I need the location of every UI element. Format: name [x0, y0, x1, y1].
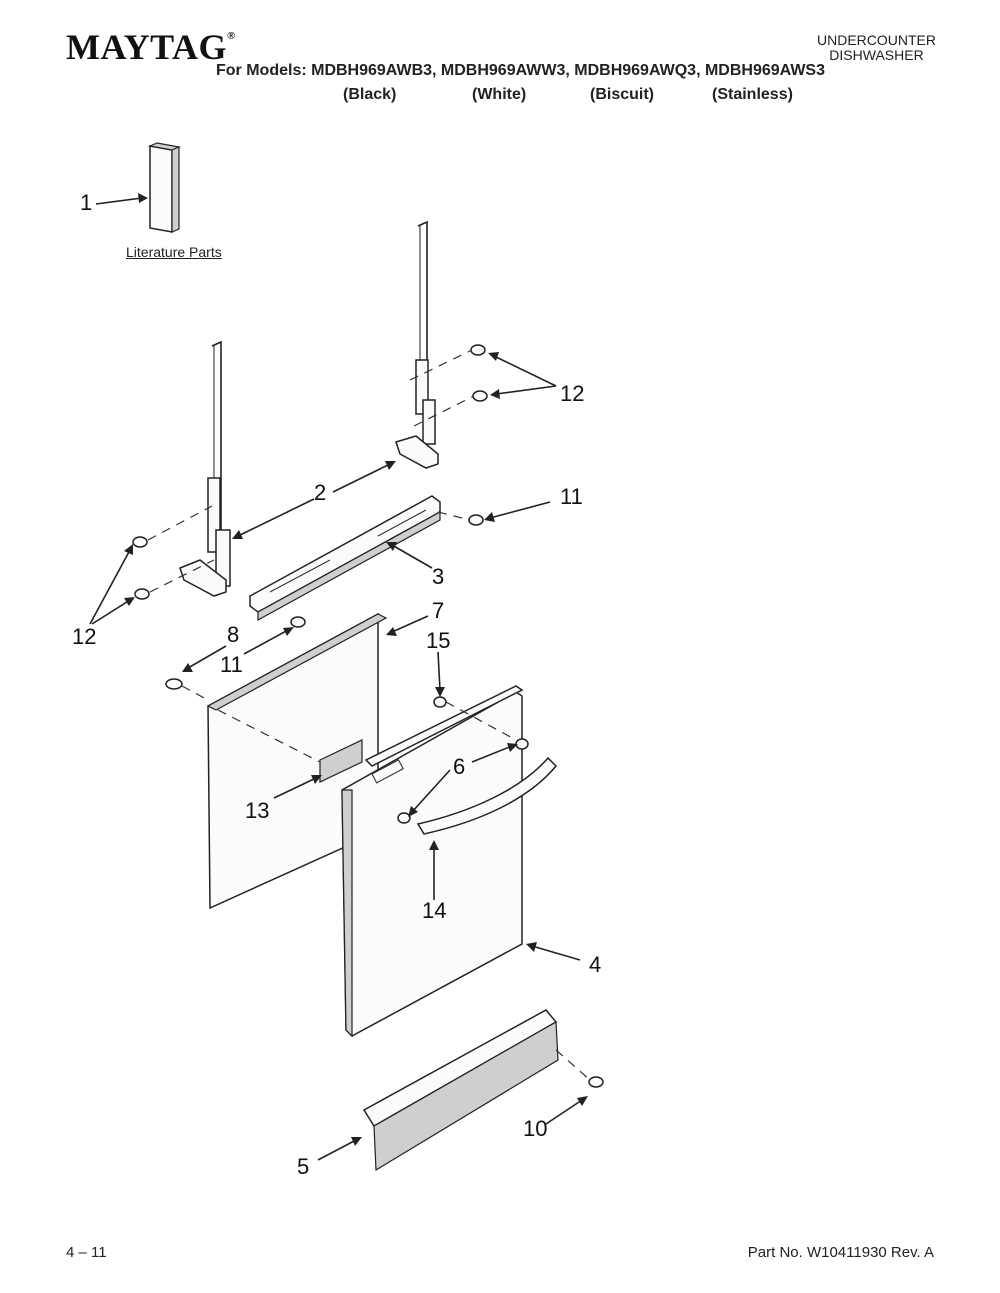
callout-1: 1 [80, 190, 93, 215]
product-type: UNDERCOUNTER DISHWASHER [817, 33, 936, 63]
toe-kick-panel [362, 1009, 559, 1172]
right-hinge-assembly [395, 220, 439, 469]
left-hinge-assembly [179, 340, 231, 597]
literature-booklet [147, 142, 182, 233]
alignment-lines [147, 349, 591, 1081]
brand-logo: MAYTAG® [66, 27, 236, 67]
hinge-bracket-bar [249, 495, 441, 622]
leader-arrows [89, 193, 588, 1161]
callout-6: 6 [453, 754, 466, 779]
part-number: Part No. W10411930 Rev. A [747, 1244, 934, 1261]
callout-4: 4 [589, 952, 602, 977]
callout-13: 13 [245, 798, 270, 823]
models-line: For Models: MDBH969AWB3, MDBH969AWW3, MD… [216, 62, 825, 79]
variant-stainless: (Stainless) [712, 86, 793, 103]
variant-white: (White) [472, 86, 527, 103]
outer-door-panel [206, 612, 388, 910]
callout-5: 5 [297, 1154, 310, 1179]
door-handle [416, 756, 558, 835]
callout-8: 8 [227, 622, 240, 647]
callout-3: 3 [432, 564, 445, 589]
callout-12-top: 12 [560, 381, 585, 406]
literature-parts-label: Literature Parts [126, 244, 222, 260]
product-type-line2: DISHWASHER [829, 47, 924, 63]
callout-15: 15 [426, 628, 451, 653]
inner-door-panel [341, 685, 524, 1038]
product-type-line1: UNDERCOUNTER [817, 32, 936, 48]
variant-biscuit: (Biscuit) [590, 86, 654, 103]
callout-7: 7 [432, 598, 445, 623]
variant-black: (Black) [343, 86, 397, 103]
page-number: 4 – 11 [66, 1244, 107, 1261]
callout-14: 14 [422, 898, 447, 923]
callout-12-bottom: 12 [72, 624, 97, 649]
callout-10: 10 [523, 1116, 548, 1141]
callout-11-top: 11 [560, 484, 583, 509]
callout-2: 2 [314, 480, 327, 505]
callout-11-bottom: 11 [220, 652, 243, 677]
